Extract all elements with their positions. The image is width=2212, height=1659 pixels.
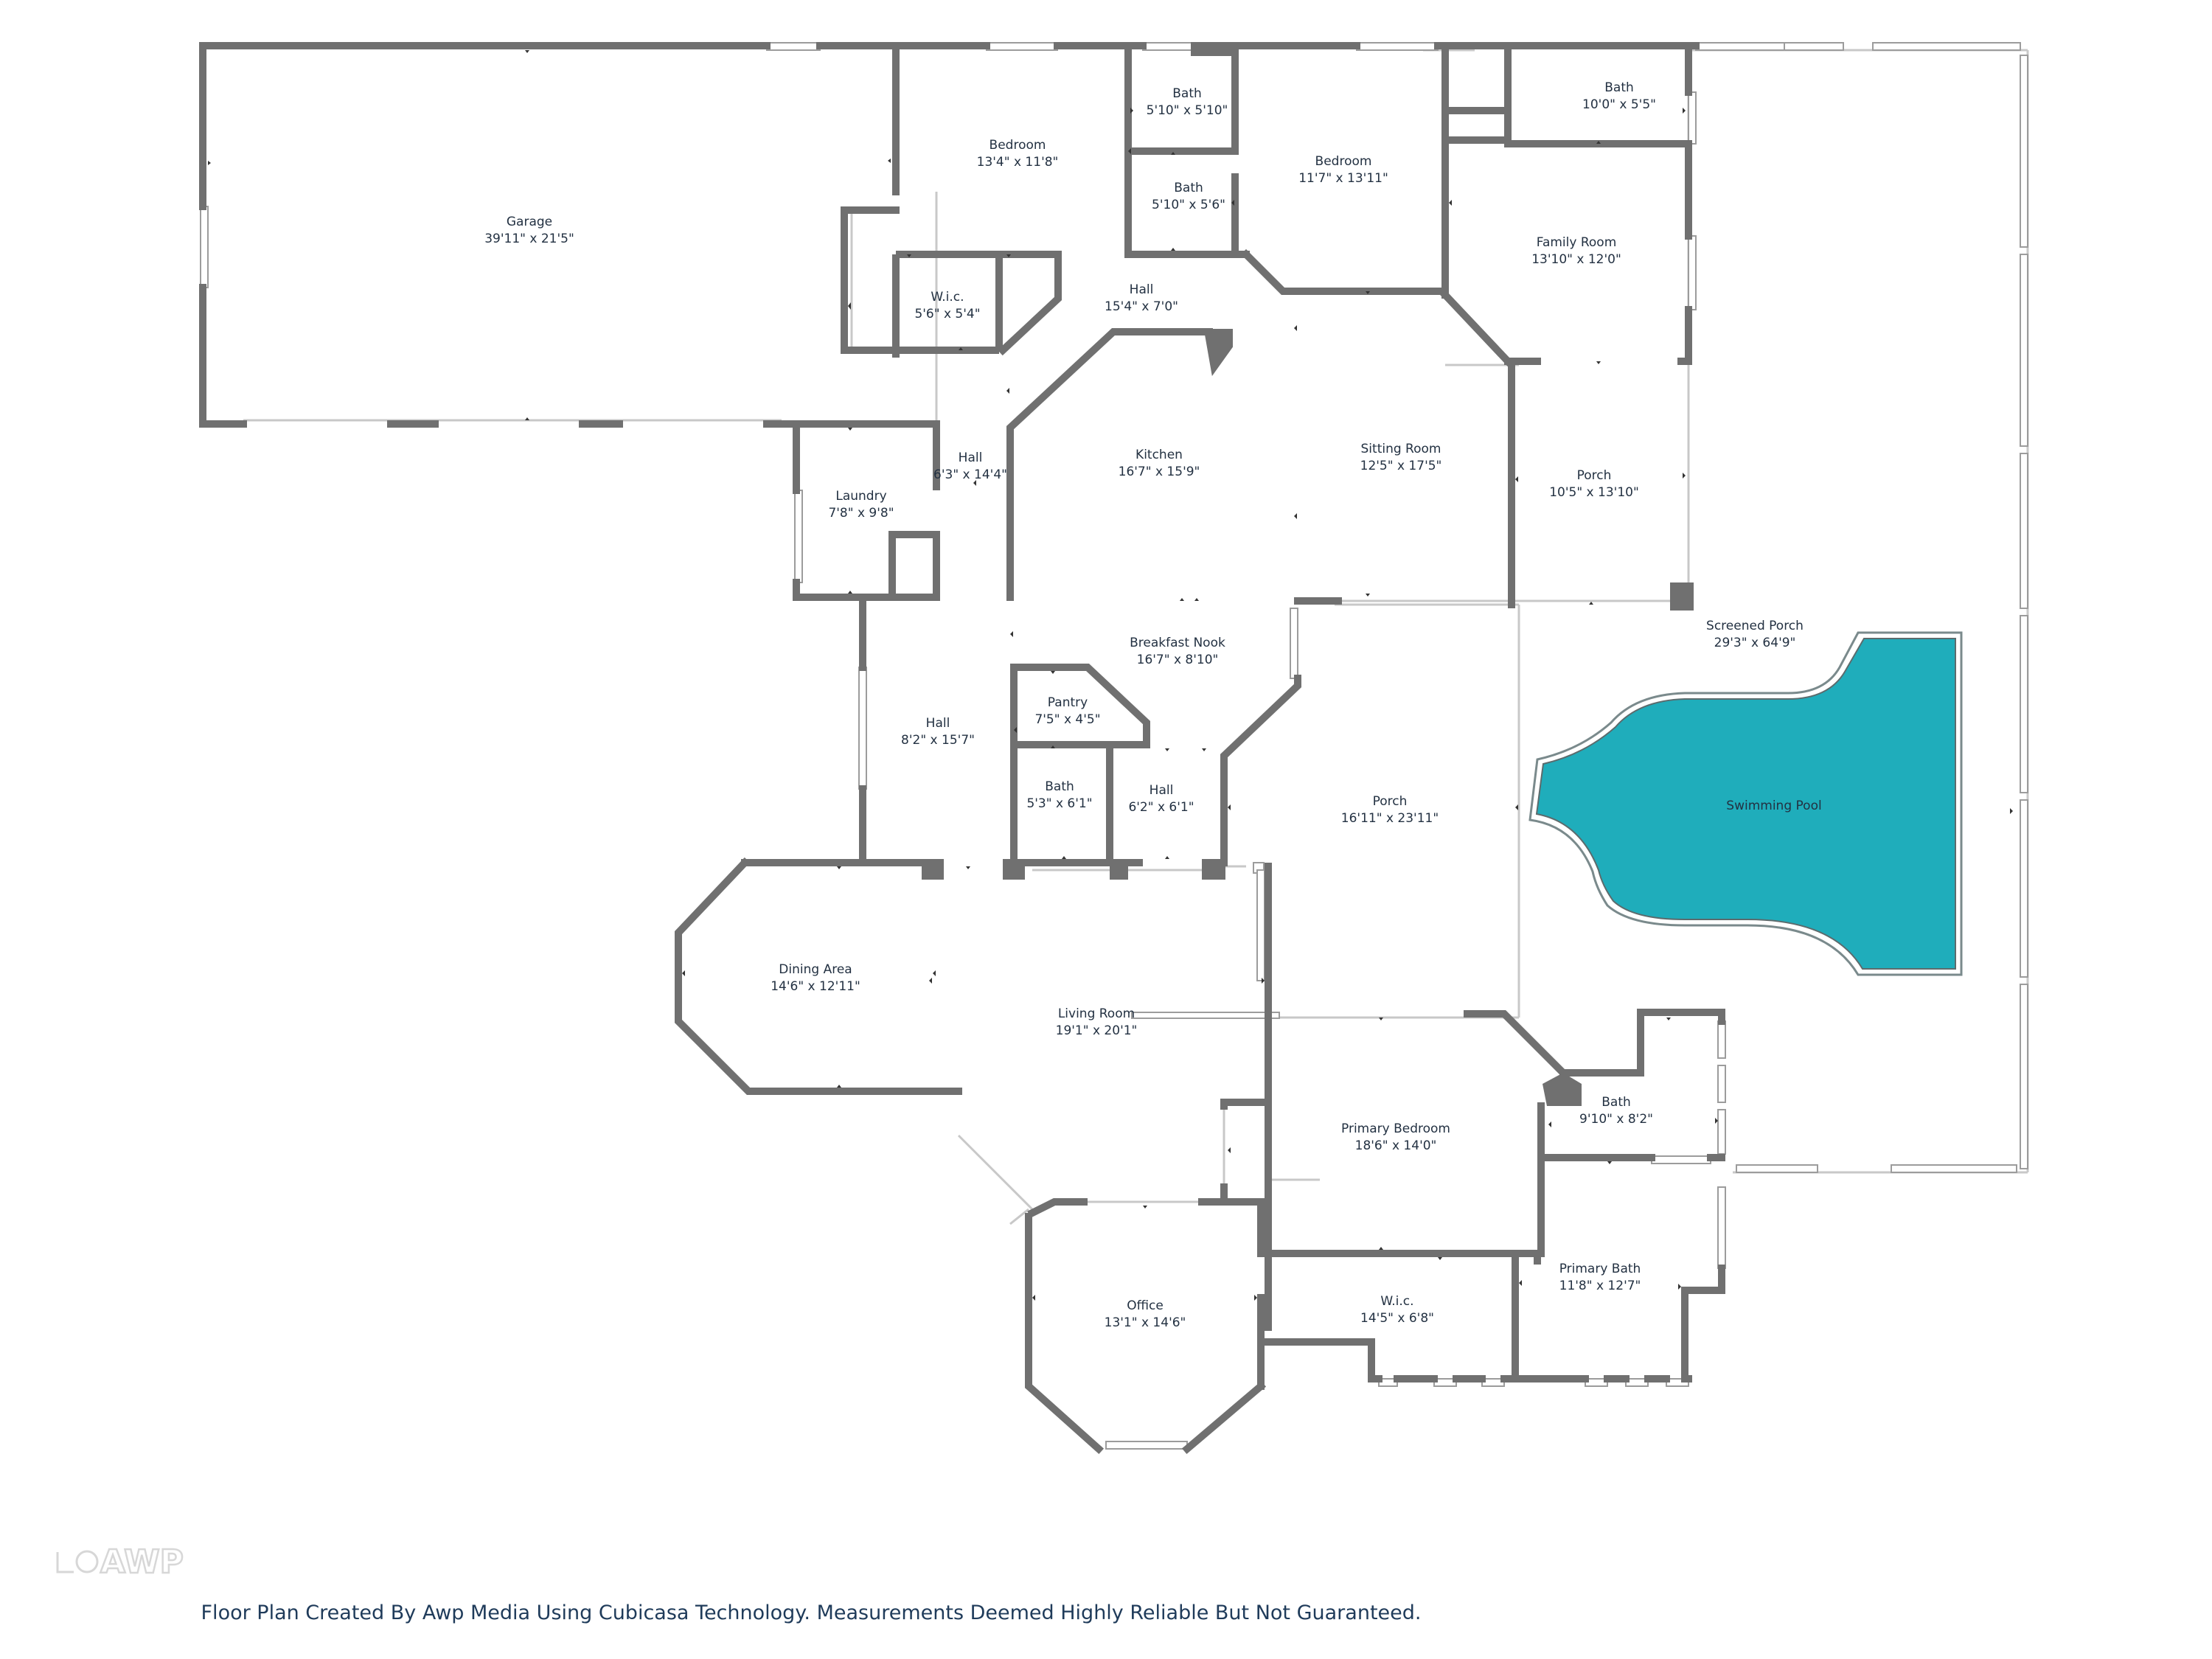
room-dimensions: 19'1" x 20'1" — [1056, 1023, 1138, 1038]
room-name: Bedroom — [990, 138, 1046, 153]
room-name: Screened Porch — [1706, 619, 1804, 633]
room-name: Primary Bath — [1559, 1262, 1641, 1276]
room-name: Bedroom — [1315, 154, 1372, 169]
awp-logo: AWP — [56, 1543, 184, 1582]
swimming-pool — [1528, 631, 1963, 976]
room-name: Hall — [959, 451, 983, 465]
room-dimensions: 8'2" x 15'7" — [901, 733, 975, 748]
room-dimensions: 7'5" x 4'5" — [1034, 712, 1100, 727]
room-dimensions: 9'10" x 8'2" — [1579, 1112, 1653, 1127]
room-name: Primary Bedroom — [1341, 1121, 1450, 1136]
room-dimensions: 7'8" x 9'8" — [828, 506, 894, 521]
room-name: Porch — [1373, 794, 1408, 809]
wall-blocks — [922, 43, 1694, 1106]
room-dimensions: 5'10" x 5'6" — [1152, 198, 1225, 212]
room-name: Garage — [507, 215, 552, 229]
room-name: Hall — [1150, 783, 1174, 798]
room-name: W.i.c. — [1380, 1294, 1413, 1309]
room-dimensions: 11'8" x 12'7" — [1559, 1279, 1641, 1293]
room-name: Kitchen — [1135, 448, 1183, 462]
room-dimensions: 16'7" x 8'10" — [1137, 653, 1219, 667]
door-markers — [208, 50, 2013, 1301]
room-name: Bath — [1601, 1095, 1631, 1110]
room-dimensions: 13'1" x 14'6" — [1105, 1315, 1186, 1330]
room-dimensions: 15'4" x 7'0" — [1105, 299, 1178, 314]
room-dimensions: 29'3" x 64'9" — [1714, 636, 1796, 650]
room-name: Hall — [1130, 282, 1154, 297]
room-name: Sitting Room — [1361, 442, 1441, 456]
room-dimensions: 13'10" x 12'0" — [1531, 252, 1621, 267]
room-name: W.i.c. — [931, 290, 964, 305]
room-dimensions: 5'6" x 5'4" — [914, 307, 980, 321]
room-name: Hall — [926, 716, 950, 731]
room-name: Dining Area — [779, 962, 852, 977]
room-dimensions: 12'5" x 17'5" — [1360, 459, 1442, 473]
room-dimensions: 16'7" x 15'9" — [1119, 465, 1200, 479]
footer-disclaimer: Floor Plan Created By Awp Media Using Cu… — [201, 1601, 1422, 1624]
room-name: Breakfast Nook — [1130, 636, 1225, 650]
room-dimensions: 16'11" x 23'11" — [1341, 811, 1439, 826]
room-dimensions: 13'4" x 11'8" — [977, 155, 1059, 170]
room-dimensions: 14'6" x 12'11" — [771, 979, 860, 994]
room-name: Office — [1127, 1298, 1164, 1313]
room-labels: Garage 39'11" x 21'5" Bedroom 13'4" x 11'8"… — [484, 80, 1821, 1330]
room-dimensions: 6'3" x 14'4" — [933, 467, 1007, 482]
room-name: Porch — [1577, 468, 1612, 483]
room-dimensions: 14'5" x 6'8" — [1360, 1311, 1434, 1326]
room-dimensions: 10'5" x 13'10" — [1549, 485, 1639, 500]
room-dimensions: 5'3" x 6'1" — [1026, 796, 1092, 811]
room-name: Bath — [1174, 181, 1203, 195]
room-dimensions: 39'11" x 21'5" — [484, 232, 574, 246]
room-name: Swimming Pool — [1726, 799, 1821, 813]
room-dimensions: 18'6" x 14'0" — [1355, 1138, 1437, 1153]
room-name: Pantry — [1048, 695, 1088, 710]
room-name: Bath — [1604, 80, 1634, 95]
walls — [199, 42, 1725, 1455]
room-dimensions: 11'7" x 13'11" — [1298, 171, 1388, 186]
room-name: Living Room — [1058, 1006, 1135, 1021]
room-name: Bath — [1172, 86, 1202, 101]
room-name: Family Room — [1537, 235, 1617, 250]
room-dimensions: 6'2" x 6'1" — [1128, 800, 1194, 815]
room-dimensions: 5'10" x 5'10" — [1147, 103, 1228, 118]
room-name: Bath — [1045, 779, 1074, 794]
room-dimensions: 10'0" x 5'5" — [1582, 97, 1656, 112]
room-name: Laundry — [835, 489, 886, 504]
logo-text: AWP — [100, 1543, 184, 1581]
